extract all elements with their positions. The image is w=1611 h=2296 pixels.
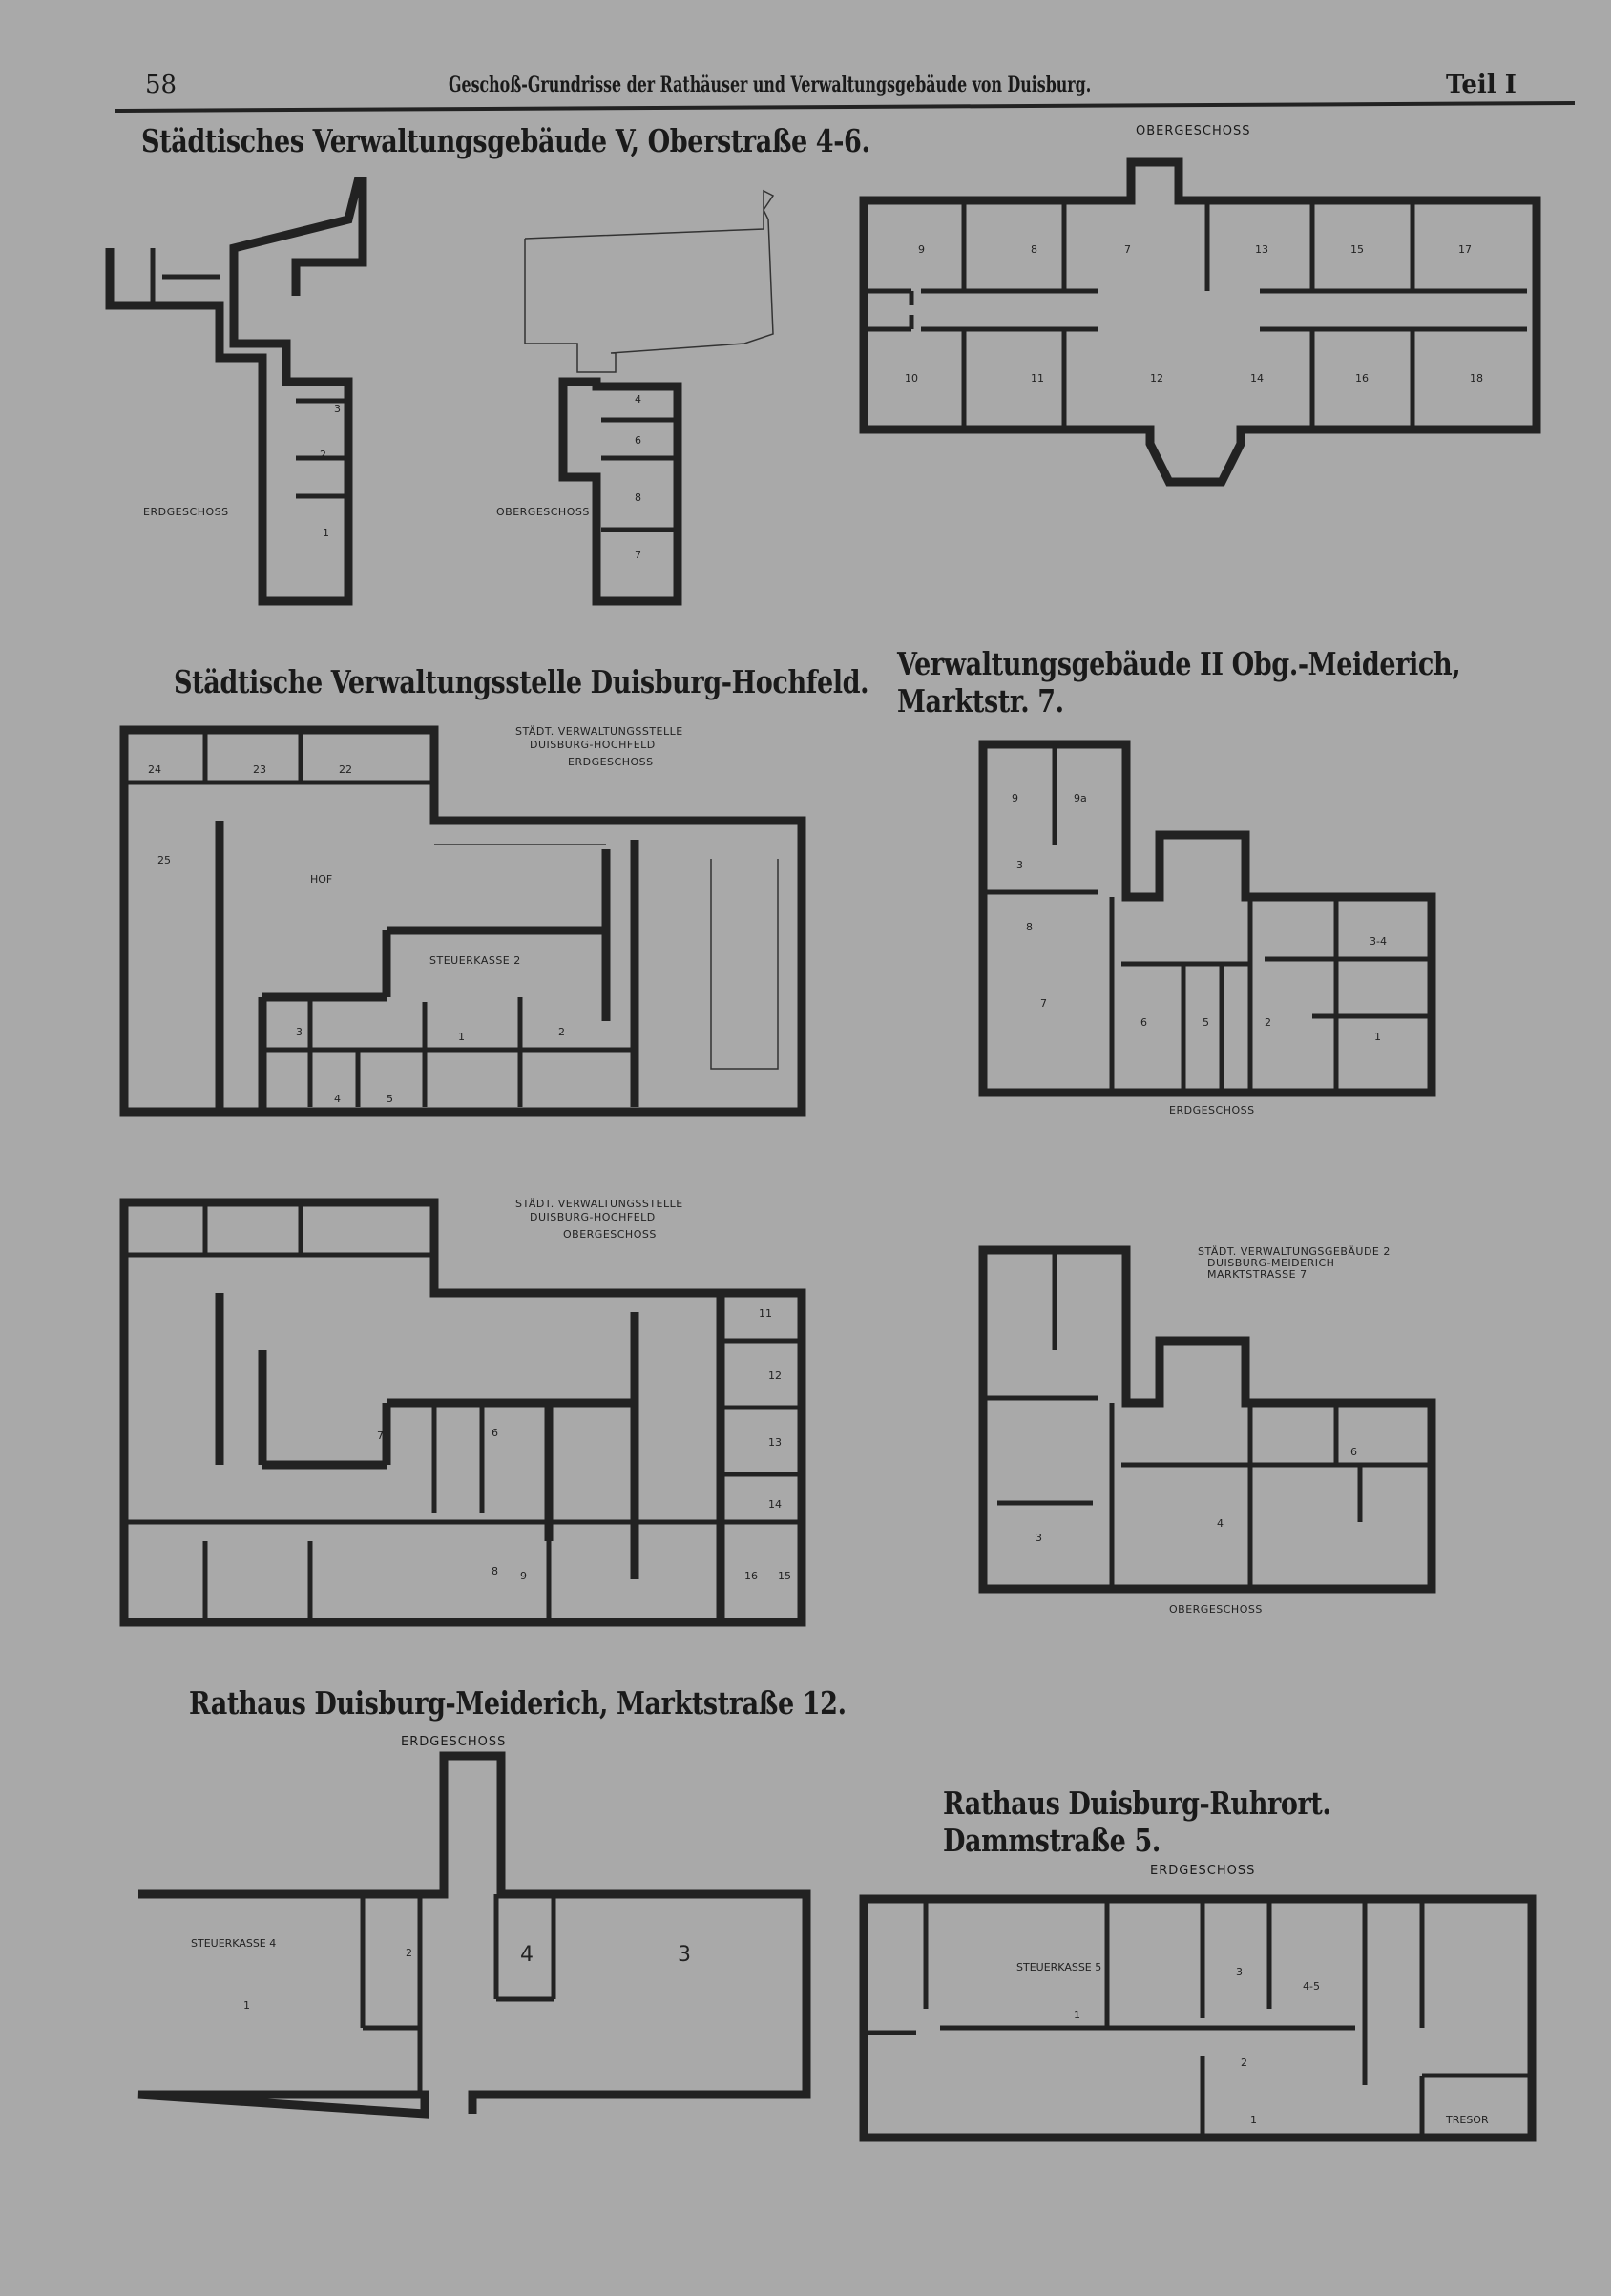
room-label: 3 bbox=[1236, 1966, 1243, 1978]
section-title-meiderich-rathaus: Rathaus Duisburg-Meiderich, Marktstraße … bbox=[189, 1684, 847, 1722]
floorplan-hochfeld-erdgeschoss: 24 23 22 25 HOF STEUERKASSE 2 3 1 2 4 5 … bbox=[119, 725, 806, 1117]
floorplan-meiderich-rathaus-erdgeschoss: STEUERKASSE 4 1 2 4 3 bbox=[137, 1751, 811, 2119]
room-label: 4 bbox=[520, 1943, 534, 1967]
section-title-meiderich-marktstr-7: Verwaltungsgebäude II Obg.-Meiderich, Ma… bbox=[897, 645, 1461, 720]
room-label: 9 bbox=[1012, 792, 1018, 804]
room-label: MARKTSTRASSE 7 bbox=[1207, 1268, 1308, 1281]
section-title-oberstrasse: Städtisches Verwaltungsgebäude V, Oberst… bbox=[141, 122, 870, 159]
floorplan-hochfeld-obergeschoss: 7 6 11 12 13 14 8 9 16 15 STÄDT. VERWALT… bbox=[119, 1198, 806, 1627]
room-label: 22 bbox=[339, 763, 352, 776]
room-label: 6 bbox=[1350, 1446, 1357, 1458]
plan-label-ruhrort-erdgeschoss: ERDGESCHOSS bbox=[1150, 1864, 1256, 1878]
room-label: 4 bbox=[1217, 1517, 1224, 1530]
room-label: 18 bbox=[1470, 372, 1483, 385]
room-label: 9a bbox=[1074, 792, 1087, 804]
room-label: 6 bbox=[1140, 1016, 1147, 1029]
room-label: 8 bbox=[1026, 921, 1033, 933]
plan-label: OBERGESCHOSS bbox=[496, 506, 590, 518]
plan-label: ERDGESCHOSS bbox=[568, 756, 654, 768]
room-label: 12 bbox=[1150, 372, 1163, 385]
room-label: 3-4 bbox=[1370, 935, 1387, 948]
plan-label: OBERGESCHOSS bbox=[1169, 1603, 1263, 1616]
room-label: DUISBURG-HOCHFELD bbox=[530, 739, 656, 751]
room-label: TRESOR bbox=[1445, 2114, 1489, 2126]
room-label: 1 bbox=[1250, 2114, 1257, 2126]
room-label: 11 bbox=[1031, 372, 1044, 385]
room-label: 3 bbox=[296, 1026, 303, 1038]
room-label: STÄDT. VERWALTUNGSSTELLE bbox=[515, 725, 683, 738]
room-label: 1 bbox=[323, 527, 329, 539]
room-label: 1 bbox=[1074, 2009, 1080, 2021]
room-label: 8 bbox=[492, 1565, 498, 1577]
room-label: 14 bbox=[1250, 372, 1264, 385]
room-label: 11 bbox=[759, 1307, 772, 1320]
room-label: 2 bbox=[406, 1947, 412, 1959]
room-label: 23 bbox=[253, 763, 266, 776]
part-label: Teil I bbox=[1446, 71, 1517, 99]
room-label: 5 bbox=[1203, 1016, 1209, 1029]
room-label: 1 bbox=[243, 1999, 250, 2012]
room-label: 15 bbox=[1350, 243, 1364, 256]
floorplan-meiderich-marktstr7-erdgeschoss: 9 9a 3 8 7 6 5 2 3-4 1 ERDGESCHOSS bbox=[978, 740, 1436, 1117]
room-label: 3 bbox=[334, 403, 341, 415]
room-label: 4 bbox=[635, 393, 641, 406]
room-label: 14 bbox=[768, 1498, 782, 1511]
page-number: 58 bbox=[145, 71, 178, 99]
room-label: 17 bbox=[1458, 243, 1472, 256]
room-label: 3 bbox=[1016, 859, 1023, 871]
floorplan-ruhrort-rathaus-erdgeschoss: STEUERKASSE 5 3 4-5 1 2 1 TRESOR bbox=[859, 1894, 1537, 2142]
room-label: DUISBURG-HOCHFELD bbox=[530, 1211, 656, 1223]
room-label: 2 bbox=[320, 449, 326, 461]
room-label: 1 bbox=[458, 1031, 465, 1043]
room-label: 9 bbox=[918, 243, 925, 256]
room-label: 25 bbox=[157, 854, 171, 866]
room-label: 6 bbox=[492, 1427, 498, 1439]
room-label: 1 bbox=[1374, 1031, 1381, 1043]
room-label: 13 bbox=[1255, 243, 1268, 256]
room-label: 16 bbox=[744, 1570, 758, 1582]
room-label: 7 bbox=[377, 1430, 384, 1442]
room-label: 3 bbox=[1036, 1532, 1042, 1544]
floorplan-oberstrasse-erdgeschoss: 3 2 1 ERDGESCHOSS bbox=[105, 177, 367, 606]
room-label: 15 bbox=[778, 1570, 791, 1582]
room-label: 3 bbox=[678, 1943, 691, 1967]
plan-label: ERDGESCHOSS bbox=[143, 506, 229, 518]
room-label: STEUERKASSE 2 bbox=[429, 954, 521, 967]
header-rule bbox=[115, 100, 1576, 114]
room-label: STÄDT. VERWALTUNGSSTELLE bbox=[515, 1198, 683, 1210]
plan-label: OBERGESCHOSS bbox=[563, 1228, 657, 1241]
floorplan-oberstrasse-obergeschoss-main: 9 8 7 13 15 17 10 11 12 14 16 18 bbox=[859, 157, 1541, 487]
room-label: 7 bbox=[1040, 997, 1047, 1010]
plan-label-meiderich-erdgeschoss: ERDGESCHOSS bbox=[401, 1735, 507, 1749]
room-label: 16 bbox=[1355, 372, 1369, 385]
section-title-ruhrort-rathaus: Rathaus Duisburg-Ruhrort. Dammstraße 5. bbox=[943, 1785, 1331, 1859]
room-label: STEUERKASSE 5 bbox=[1016, 1961, 1101, 1973]
room-label: 4 bbox=[334, 1093, 341, 1105]
room-label: STÄDT. VERWALTUNGSGEBÄUDE 2 bbox=[1198, 1245, 1391, 1258]
section-title-hochfeld: Städtische Verwaltungsstelle Duisburg-Ho… bbox=[174, 663, 869, 700]
floorplan-meiderich-marktstr7-obergeschoss: 6 3 4 STÄDT. VERWALTUNGSGEBÄUDE 2 DUISBU… bbox=[978, 1245, 1436, 1616]
room-label: 12 bbox=[768, 1369, 782, 1382]
room-label: 2 bbox=[1241, 2056, 1247, 2069]
plan-label: ERDGESCHOSS bbox=[1169, 1104, 1255, 1117]
room-label: 9 bbox=[520, 1570, 527, 1582]
room-label: 8 bbox=[1031, 243, 1037, 256]
room-label: 24 bbox=[148, 763, 161, 776]
room-label: 8 bbox=[635, 491, 641, 504]
plan-label-obergeschoss: OBERGESCHOSS bbox=[1136, 124, 1251, 138]
room-label: 13 bbox=[768, 1436, 782, 1449]
room-label: STEUERKASSE 4 bbox=[191, 1937, 276, 1950]
running-title: Geschoß-Grundrisse der Rathäuser und Ver… bbox=[449, 73, 1092, 97]
room-label: DUISBURG-MEIDERICH bbox=[1207, 1257, 1334, 1269]
room-label: 6 bbox=[635, 434, 641, 447]
floorplan-oberstrasse-obergeschoss: 4 6 8 7 OBERGESCHOSS bbox=[496, 189, 775, 606]
room-label: HOF bbox=[310, 873, 332, 886]
room-label: 5 bbox=[387, 1093, 393, 1105]
room-label: 4-5 bbox=[1303, 1980, 1320, 1993]
room-label: 7 bbox=[635, 549, 641, 561]
room-label: 10 bbox=[905, 372, 918, 385]
room-label: 2 bbox=[1265, 1016, 1271, 1029]
room-label: 7 bbox=[1124, 243, 1131, 256]
room-label: 2 bbox=[558, 1026, 565, 1038]
